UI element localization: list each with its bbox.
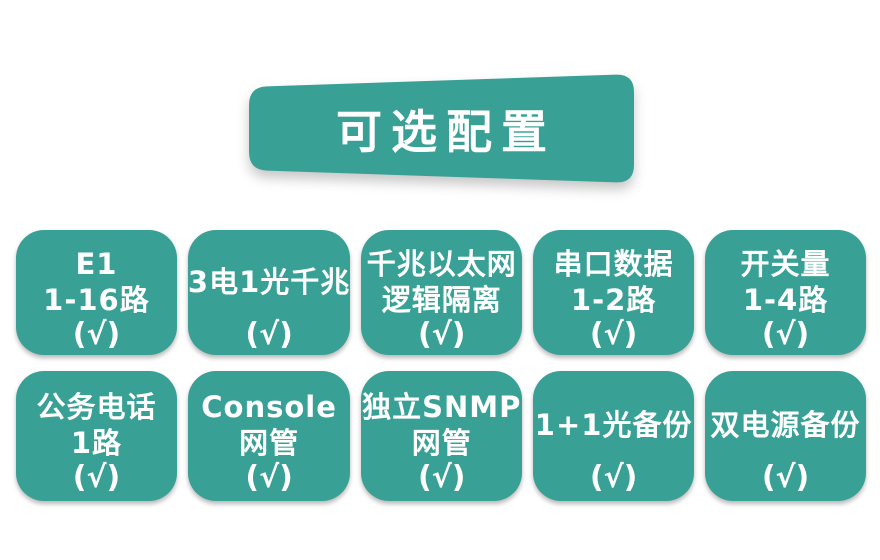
card-line: 网管 — [411, 426, 472, 460]
card-line: Console — [201, 390, 337, 424]
card-line: 双电源备份 — [710, 408, 861, 442]
card-line: 逻辑隔离 — [381, 282, 502, 317]
card-line: 独立SNMP — [362, 390, 522, 424]
check-mark: (√) — [761, 460, 810, 495]
option-card-gigabit-isolation: 千兆以太网 逻辑隔离 (√) — [361, 230, 523, 355]
card-line: 1-2路 — [570, 282, 657, 317]
option-card-e1: E1 1-16路 (√) — [16, 230, 177, 355]
card-line: E1 — [75, 246, 118, 281]
option-card-optical-backup: 1+1光备份 (√) — [533, 371, 695, 501]
card-line: 公务电话 — [36, 390, 157, 424]
check-mark: (√) — [418, 316, 466, 352]
banner: 可选配置 — [0, 0, 880, 230]
check-mark: (√) — [245, 460, 293, 495]
option-card-3e1o-gigabit: 3电1光千兆 (√) — [187, 230, 351, 355]
check-mark: (√) — [72, 460, 121, 495]
option-card-dual-power-backup: 双电源备份 (√) — [705, 371, 866, 501]
check-mark: (√) — [72, 316, 121, 352]
option-card-console-nms: Console 网管 (√) — [187, 371, 351, 501]
card-line: 开关量 — [740, 246, 831, 281]
check-mark: (√) — [589, 316, 638, 352]
card-line: 串口数据 — [553, 246, 674, 281]
card-line: 1路 — [70, 426, 123, 460]
option-card-switch-quantity: 开关量 1-4路 (√) — [705, 230, 866, 355]
check-mark: (√) — [418, 460, 466, 495]
banner-ribbon-shape — [249, 74, 634, 183]
check-mark: (√) — [245, 316, 293, 352]
card-line: 1+1光备份 — [534, 408, 693, 442]
card-line: 1-4路 — [742, 282, 829, 317]
card-line: 千兆以太网 — [366, 246, 517, 281]
option-card-serial-data: 串口数据 1-2路 (√) — [533, 230, 695, 355]
check-mark: (√) — [589, 460, 638, 495]
card-line: 3电1光千兆 — [187, 264, 351, 299]
card-line: 网管 — [239, 426, 300, 460]
banner-shape — [249, 74, 634, 183]
card-line: 1-16路 — [43, 282, 150, 317]
option-card-snmp-nms: 独立SNMP 网管 (√) — [361, 371, 523, 501]
check-mark: (√) — [761, 316, 810, 352]
banner-title: 可选配置 — [336, 105, 556, 159]
option-cards-grid: E1 1-16路 (√) 3电1光千兆 (√) 千兆以太网 逻辑隔离 (√) 串… — [16, 230, 866, 501]
option-card-service-phone: 公务电话 1路 (√) — [16, 371, 177, 501]
